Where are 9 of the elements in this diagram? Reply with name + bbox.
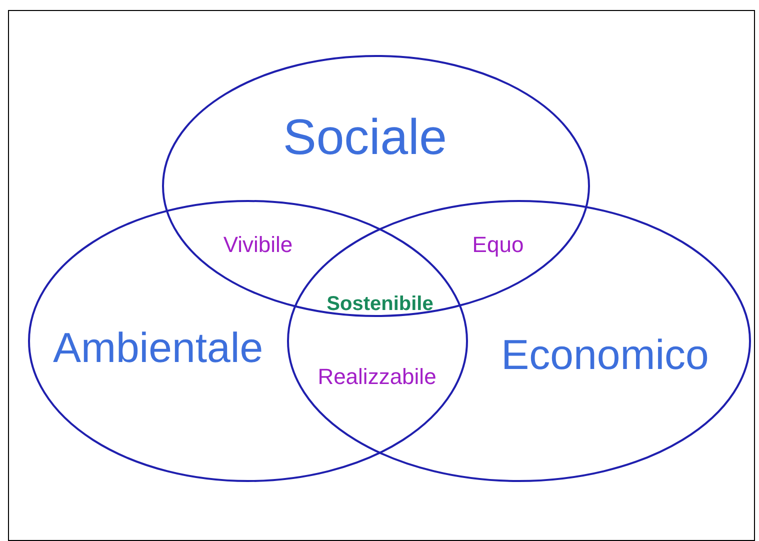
set-title: Sociale bbox=[283, 112, 447, 162]
region-label: Sostenibile bbox=[326, 294, 434, 314]
region-label: Vivibile bbox=[223, 234, 293, 256]
set-title: Economico bbox=[501, 334, 709, 376]
region-label: Equo bbox=[472, 234, 524, 256]
region-label: Realizzabile bbox=[318, 366, 436, 388]
set-title: Ambientale bbox=[52, 327, 264, 369]
venn-ellipse bbox=[162, 55, 590, 317]
venn-ellipse bbox=[28, 200, 468, 482]
